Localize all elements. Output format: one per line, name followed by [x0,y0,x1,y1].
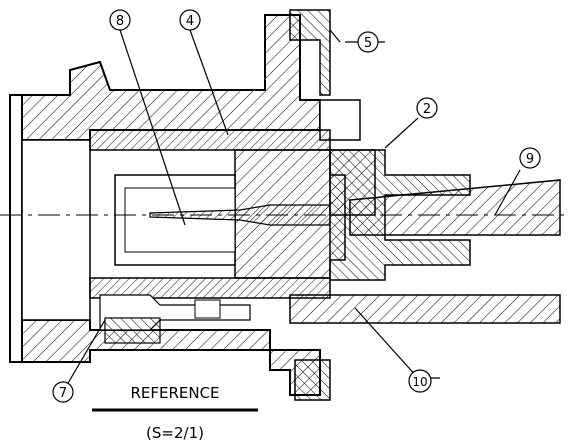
inner-sleeve-top [89,129,331,151]
svg-text:8: 8 [116,14,124,29]
callout-9: 9 [519,147,541,169]
svg-text:7: 7 [59,386,67,401]
spring-body [104,317,161,344]
callout-2: 2 [416,97,438,119]
front-face [9,94,23,363]
svg-text:2: 2 [423,102,431,117]
svg-text:10: 10 [412,375,427,389]
front-bore [21,139,91,321]
caption-scale: (S=2/1) [146,424,204,442]
svg-text:5: 5 [364,36,372,51]
svg-text:4: 4 [186,14,194,29]
caption-title: REFERENCE [130,384,219,402]
callout-7: 7 [52,381,74,403]
svg-text:9: 9 [526,152,534,167]
rear-flange-bottom [294,359,331,401]
rear-flange [289,9,331,96]
callout-5: 5 [357,31,379,53]
callout-4: 4 [179,9,201,31]
cable [349,179,561,236]
housing-bottom [9,319,321,396]
callout-10: 10 [408,369,432,393]
socket-inner [124,187,236,253]
latch-tab [194,299,221,319]
callout-8: 8 [109,9,131,31]
housing-top [9,14,321,141]
pcb-lead [289,294,561,324]
